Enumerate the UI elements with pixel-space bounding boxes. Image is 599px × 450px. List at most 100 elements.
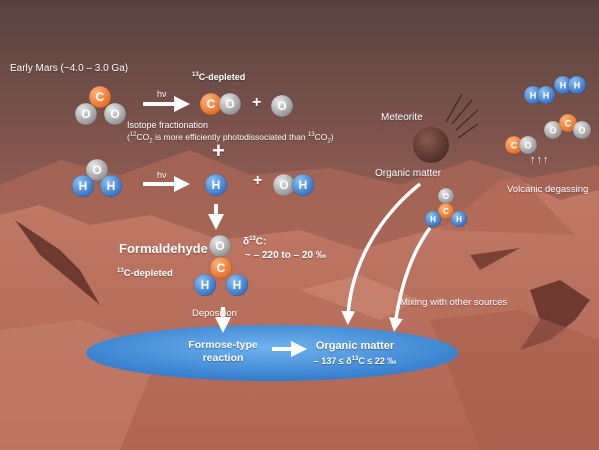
atom-label: H xyxy=(233,278,242,292)
formose-line-1: Formose-type xyxy=(188,339,258,351)
note-part-2: CO xyxy=(136,132,150,142)
volcanic-label: Volcanic degassing xyxy=(507,184,589,195)
hydrogen-atom xyxy=(99,174,123,198)
hydrogen-atom xyxy=(204,173,228,197)
meteorite-arrow xyxy=(341,182,422,325)
formose-line-2: reaction xyxy=(202,352,244,364)
atom-label: H xyxy=(79,179,88,193)
reaction-arrows xyxy=(143,96,432,357)
carbon-atom xyxy=(437,202,455,220)
atom-label: O xyxy=(225,97,234,111)
carbon-atom xyxy=(88,85,112,109)
atom-label: C xyxy=(565,118,572,128)
atom-label: O xyxy=(443,192,449,201)
atom-label: H xyxy=(543,90,550,100)
hydrogen-atom xyxy=(193,273,217,297)
formose-reaction-label: Formose-type reaction xyxy=(178,339,268,365)
era-label: Early Mars (~4.0 – 3.0 Ga) xyxy=(10,63,129,74)
delta-suffix: C: xyxy=(255,236,267,248)
fractionation-note: (12CO2 is more efficiently photodissocia… xyxy=(127,132,334,145)
atom-label: H xyxy=(530,90,537,100)
note-sub-1: 2 xyxy=(149,138,153,145)
note-part-3: is more efficiently photodissociated tha… xyxy=(152,132,308,142)
meteorite-icon xyxy=(413,93,479,163)
formaldehyde-molecule: OCH H xyxy=(193,234,249,297)
atom-label: O xyxy=(81,107,90,121)
depleted-sup: 13 xyxy=(192,72,199,78)
hv-label-2: hν xyxy=(157,170,167,180)
co-depleted-label: 13C-depleted xyxy=(192,72,245,82)
crevice-mid xyxy=(470,248,520,270)
oxygen-atom xyxy=(74,102,98,126)
oxygen-atom xyxy=(270,94,294,118)
atom-label: H xyxy=(560,80,567,90)
plus-sign-1: + xyxy=(252,94,262,111)
hydrogen-atom xyxy=(71,174,95,198)
meteorite-organic: Organic matter xyxy=(375,168,442,179)
formaldehyde-depleted-sup: 13 xyxy=(117,268,124,274)
hv-label-1: hν xyxy=(157,89,167,99)
organic-matter-title: Organic matter xyxy=(315,340,395,352)
hydrogen-atom xyxy=(536,85,556,105)
fractionation-title: Isotope fractionation xyxy=(127,120,209,130)
depleted-text: C-depleted xyxy=(198,72,246,82)
lake xyxy=(86,325,458,381)
crevice-left xyxy=(15,220,100,305)
oxygen-atom xyxy=(518,135,538,155)
oxygen-atom xyxy=(85,158,109,182)
organic-matter-range: – 137 ≤ δ13C ≤ 22 ‰ xyxy=(296,356,414,366)
note-part-4: CO xyxy=(314,132,328,142)
note-part-1: ( xyxy=(127,132,130,142)
meteorite-title: Meteorite xyxy=(381,112,423,123)
atom-label: O xyxy=(110,107,119,121)
o-atom: O xyxy=(270,94,294,118)
atom-label: O xyxy=(277,99,286,113)
delta-sup: 13 xyxy=(249,236,256,242)
atom-label: O xyxy=(92,163,101,177)
note-part-5: ) xyxy=(330,132,334,142)
range-part-2: C ≤ 22 ‰ xyxy=(358,356,397,366)
oxygen-atom xyxy=(218,92,242,116)
plus-sign-2: + xyxy=(253,172,263,189)
carbon-atom xyxy=(209,256,233,280)
delta-label: δ13C: xyxy=(243,236,266,247)
oxygen-atom xyxy=(543,120,563,140)
hydrogen-atom xyxy=(225,273,249,297)
h2o-molecule: OH H xyxy=(71,158,123,198)
mixing-arrow xyxy=(389,226,432,332)
slope-mid xyxy=(300,275,420,320)
atom-label: O xyxy=(524,140,531,150)
formaldehyde-title: Formaldehyde xyxy=(119,241,208,256)
atom-label: H xyxy=(212,178,221,192)
atom-label: H xyxy=(201,278,210,292)
note-sup-1: 12 xyxy=(129,132,137,139)
atom-label: O xyxy=(215,239,224,253)
atom-label: O xyxy=(578,125,585,135)
atom-label: H xyxy=(430,215,436,224)
co2-volcanic-molecule: OCO xyxy=(543,113,592,140)
deposition-label: Deposition xyxy=(192,308,237,319)
big-plus-sign: + xyxy=(212,138,225,163)
atom-label: H xyxy=(107,179,116,193)
oxygen-atom xyxy=(208,234,232,258)
formaldehyde-depleted: 13C-depleted xyxy=(117,268,173,279)
volcano xyxy=(440,178,575,235)
atom-label: C xyxy=(207,97,216,111)
volcanic-arrows: ↑↑↑ xyxy=(530,154,550,166)
hydrogen-atom xyxy=(450,210,468,228)
range-sup: 13 xyxy=(351,356,359,362)
atom-label: O xyxy=(549,125,556,135)
h-atom: H xyxy=(204,173,228,197)
hydrogen-atom xyxy=(291,173,315,197)
atom-label: H xyxy=(299,178,308,192)
atom-label: C xyxy=(217,261,226,275)
